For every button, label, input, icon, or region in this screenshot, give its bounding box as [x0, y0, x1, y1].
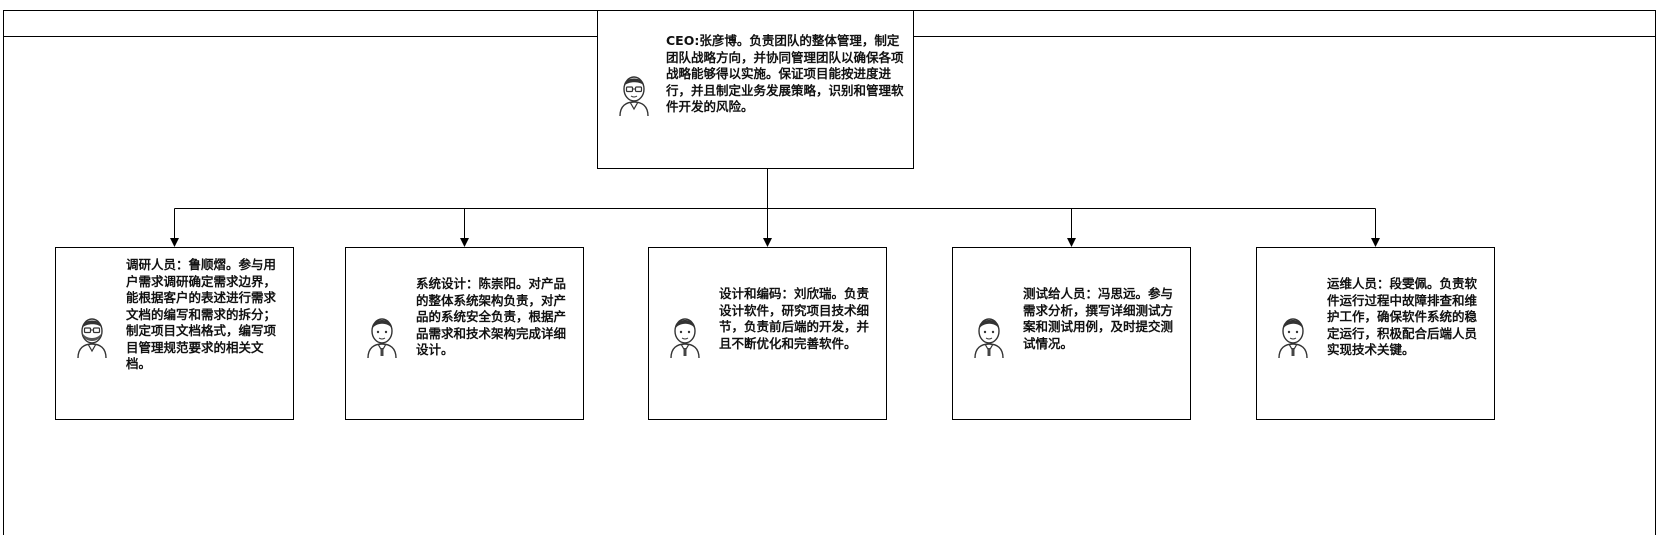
- member-node-testing[interactable]: 测试给人员：冯思远。参与需求分析，撰写详细测试方案和测试用例，及时提交测试情况。: [952, 247, 1191, 420]
- arrowhead-1: [170, 238, 179, 247]
- person-glasses-icon: [619, 76, 649, 117]
- person-icon: [974, 318, 1004, 359]
- arrowheads: [170, 238, 1380, 247]
- connectors: [174, 168, 1376, 239]
- person-icon: [367, 318, 397, 359]
- arrowhead-3: [763, 238, 772, 247]
- arrowhead-2: [460, 238, 469, 247]
- member-node-design[interactable]: 系统设计：陈崇阳。对产品的整体系统架构负责，对产品的系统安全负责，根据产品需求和…: [345, 247, 584, 420]
- person-beard-glasses-icon: [77, 318, 107, 359]
- member-description-research: 调研人员：鲁顺熠。参与用户需求调研确定需求边界，能根据客户的表述进行需求文档的编…: [126, 257, 277, 371]
- ceo-description: CEO:张彦博。负责团队的整体管理，制定团队战略方向，并协同管理团队以确保各项战…: [666, 33, 904, 114]
- member-description-testing: 测试给人员：冯思远。参与需求分析，撰写详细测试方案和测试用例，及时提交测试情况。: [1023, 286, 1174, 351]
- member-description-design: 系统设计：陈崇阳。对产品的整体系统架构负责，对产品的系统安全负责，根据产品需求和…: [416, 276, 567, 357]
- member-node-coding[interactable]: 设计和编码：刘欣瑞。负责设计软件，研究项目技术细节，负责前后端的开发，并且不断优…: [648, 247, 887, 420]
- arrowhead-4: [1067, 238, 1076, 247]
- arrowhead-5: [1371, 238, 1380, 247]
- member-node-research[interactable]: 调研人员：鲁顺熠。参与用户需求调研确定需求边界，能根据客户的表述进行需求文档的编…: [55, 247, 294, 420]
- member-node-operations[interactable]: 运维人员：段雯佩。负责软件运行过程中故障排查和维护工作，确保软件系统的稳定运行，…: [1256, 247, 1495, 420]
- person-icon: [670, 318, 700, 359]
- person-icon: [1278, 318, 1308, 359]
- member-description-coding: 设计和编码：刘欣瑞。负责设计软件，研究项目技术细节，负责前后端的开发，并且不断优…: [719, 286, 870, 351]
- member-description-operations: 运维人员：段雯佩。负责软件运行过程中故障排查和维护工作，确保软件系统的稳定运行，…: [1327, 276, 1478, 357]
- ceo-node[interactable]: CEO:张彦博。负责团队的整体管理，制定团队战略方向，并协同管理团队以确保各项战…: [597, 10, 914, 169]
